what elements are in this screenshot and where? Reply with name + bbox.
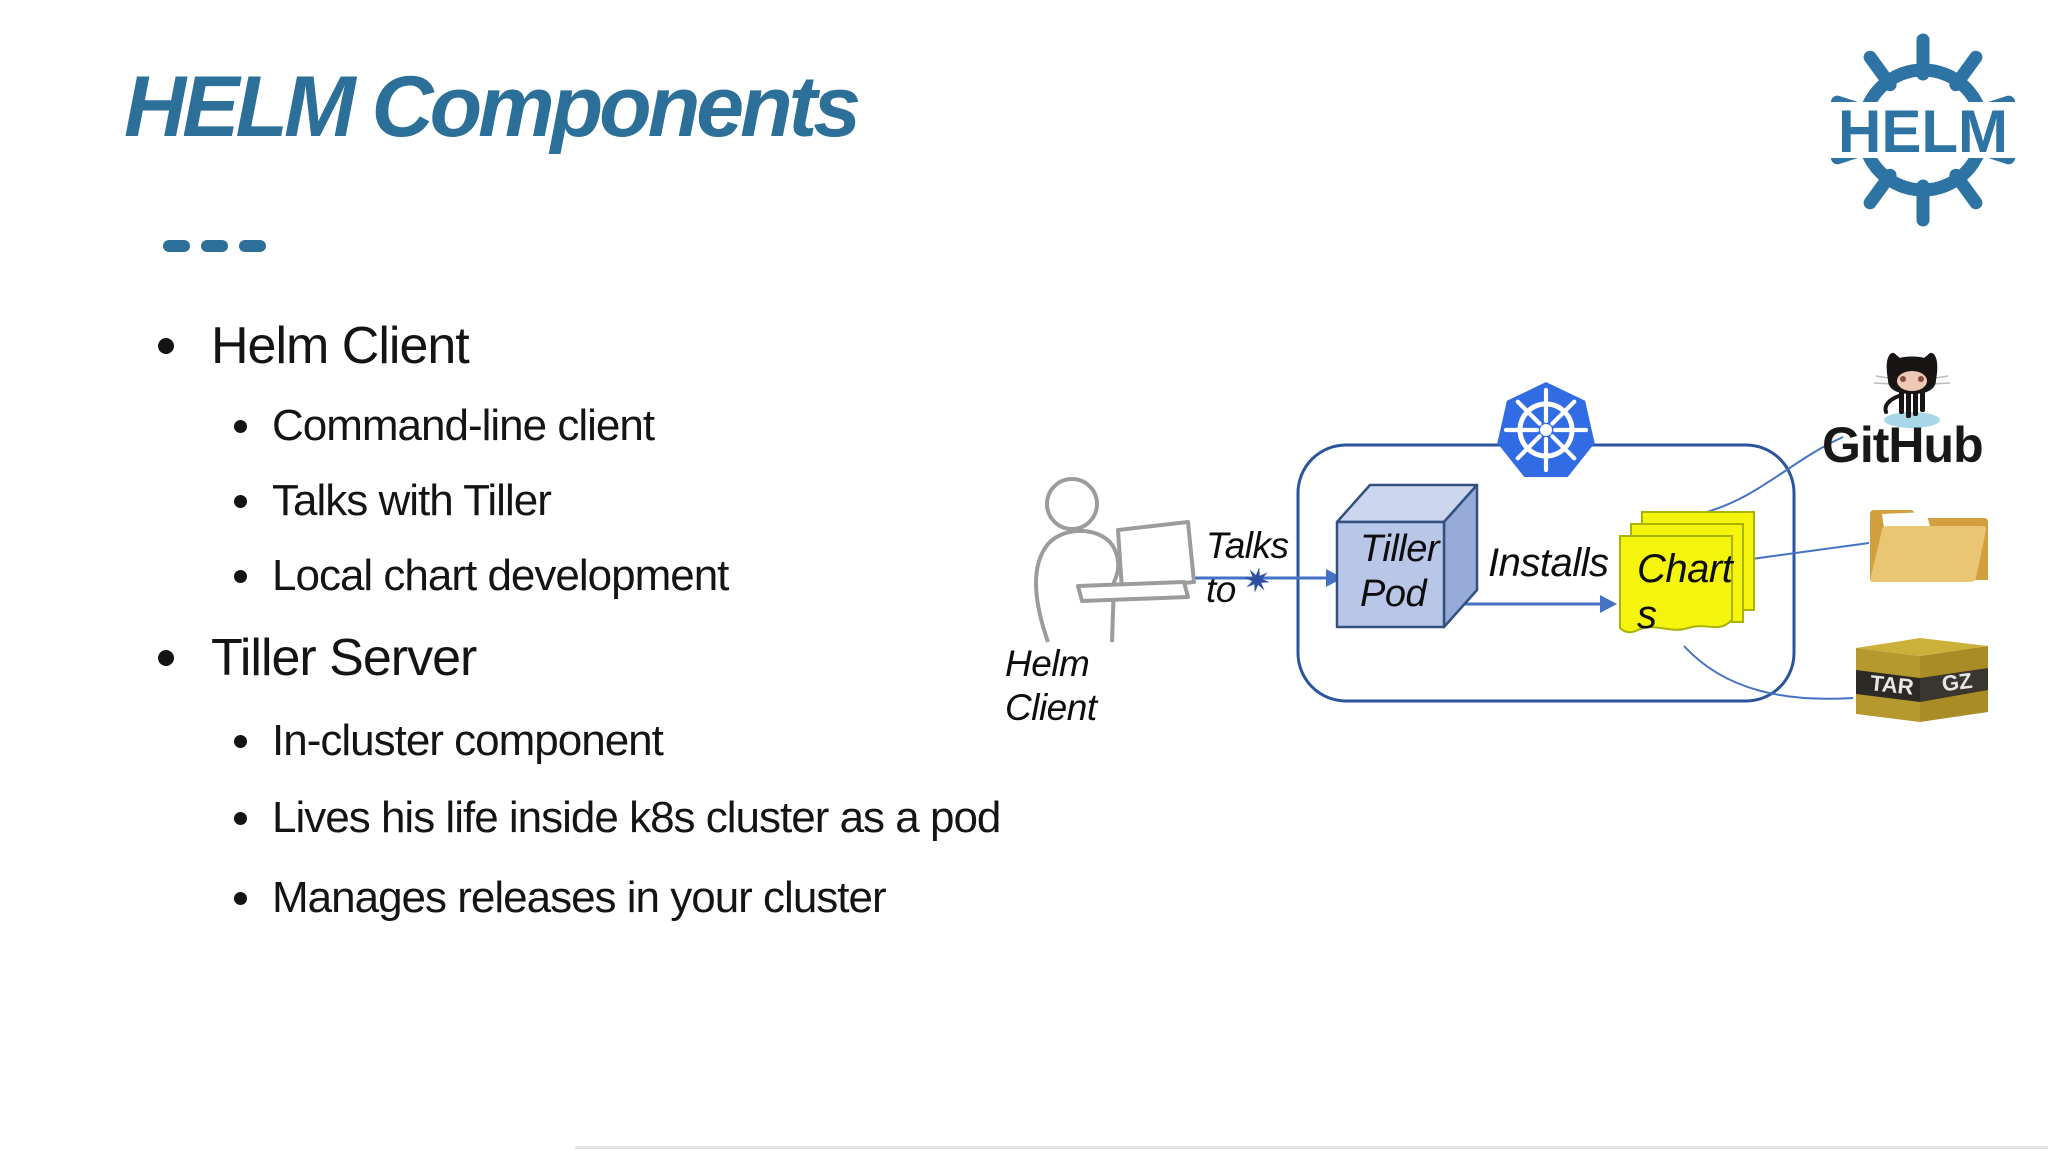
installs-arrowhead: [1600, 595, 1617, 613]
list-item-label: Talks with Tiller: [272, 476, 552, 525]
targz-top-face: [1856, 638, 1988, 656]
charts-to-folder-line: [1751, 542, 1870, 560]
targz-band-left: [1856, 670, 1920, 702]
kubernetes-wheel: [1503, 387, 1589, 473]
list-item: In-cluster component: [234, 716, 664, 766]
list-item: Helm Client: [158, 316, 470, 376]
bullet-dot: [234, 734, 247, 748]
kubernetes-icon: [1497, 382, 1595, 477]
folder-paper: [1882, 512, 1930, 528]
dash: [163, 240, 190, 252]
octocat-splash: [1884, 412, 1940, 428]
octocat-body: [1899, 390, 1925, 418]
github-logo-text: GitHub: [1822, 417, 1984, 473]
tar-gz-icon: TAR GZ: [1856, 638, 1988, 722]
list-item-label: Lives his life inside k8s cluster as a p…: [272, 793, 1001, 842]
helm-logo: HELM: [1823, 33, 2025, 227]
list-item-label: Command-line client: [272, 401, 655, 450]
bullet-dot: [234, 811, 247, 825]
title-underline-dashes: [163, 240, 266, 252]
octocat-arm: [1883, 394, 1901, 414]
talks-to-label: Talks to: [1206, 525, 1289, 610]
list-item: Lives his life inside k8s cluster as a p…: [234, 793, 1001, 843]
list-item-label: In-cluster component: [272, 716, 664, 765]
bullet-dot: [158, 650, 174, 666]
helm-client-label: Helm Client: [1005, 643, 1097, 728]
octocat-face: [1897, 371, 1927, 391]
chart-doc-front: [1619, 535, 1733, 634]
targz-gz-text: GZ: [1940, 668, 1973, 697]
charts-icon: [1619, 511, 1755, 634]
github-octocat-icon: [1873, 352, 1951, 428]
charts-to-github-line: [1699, 436, 1844, 515]
list-item: Tiller Server: [158, 628, 477, 688]
list-item: Manages releases in your cluster: [234, 873, 887, 923]
targz-tar-text: TAR: [1869, 670, 1915, 699]
charts-to-targz-line: [1683, 645, 1854, 700]
tiller-pod-label: Tiller Pod: [1360, 528, 1440, 615]
tiller-pod-cube: [1335, 483, 1479, 629]
list-item: Talks with Tiller: [234, 476, 552, 526]
laptop-screen: [1116, 520, 1196, 592]
octocat-eye: [1900, 376, 1906, 382]
bullet-dot: [234, 494, 247, 508]
connector-star-icon: [1244, 567, 1270, 593]
person-head: [1045, 477, 1099, 531]
list-item-label: Manages releases in your cluster: [272, 873, 887, 922]
octocat-eye: [1918, 376, 1924, 382]
bullet-dot: [158, 338, 174, 354]
list-item-label: Tiller Server: [211, 629, 477, 687]
list-item-label: Helm Client: [211, 317, 470, 375]
page-title: HELM Components: [124, 59, 861, 155]
bullet-dot: [234, 891, 247, 905]
helm-logo-text-band: [1823, 102, 2025, 158]
dash: [201, 240, 228, 252]
list-item: Local chart development: [234, 551, 729, 601]
folder-front: [1869, 526, 1987, 582]
list-item-label: Local chart development: [272, 551, 729, 600]
bullet-dot: [234, 419, 247, 433]
bottom-edge-line: [575, 1146, 2048, 1149]
kubernetes-wheel-hub: [1540, 424, 1552, 436]
person-at-laptop-icon: [1033, 477, 1196, 643]
charts-label: Charts: [1637, 547, 1733, 638]
cube-front-face: [1335, 520, 1446, 629]
dash: [239, 240, 266, 252]
installs-label: Installs: [1488, 541, 1609, 585]
laptop-keyboard: [1076, 580, 1190, 603]
list-item: Command-line client: [234, 401, 655, 451]
bullet-dot: [234, 569, 247, 583]
folder-icon: [1869, 510, 1988, 582]
talks-to-arrowhead: [1326, 569, 1343, 587]
targz-band-right: [1920, 668, 1988, 702]
helm-logo-text: HELM: [1838, 98, 2008, 165]
